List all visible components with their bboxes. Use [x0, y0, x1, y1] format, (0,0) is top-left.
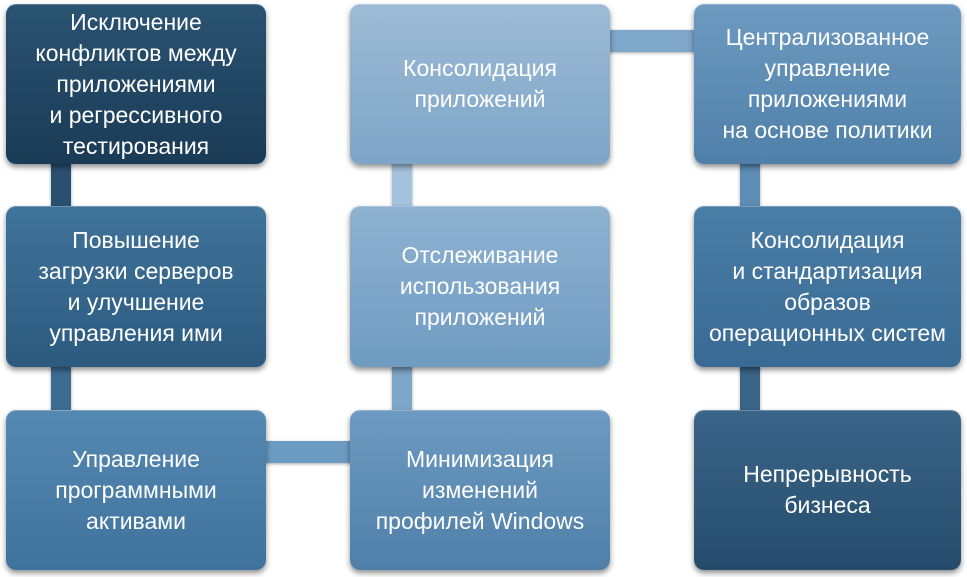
connector-left-bottom	[51, 365, 71, 413]
connector-right-bottom	[740, 365, 760, 413]
connector-left-top	[51, 160, 71, 210]
box-servers-label: Повышение загрузки серверов и улучшение …	[38, 226, 234, 346]
box-tracking-label: Отслеживание использования приложений	[399, 242, 561, 330]
box-consolidation-label: Консолидация приложений	[403, 55, 557, 112]
box-assets-label: Управление программными активами	[55, 445, 217, 534]
box-continuity-label: Непрерывность бизнеса	[743, 461, 912, 518]
box-conflicts-label: Исключение конфликтов между приложениями…	[35, 8, 237, 159]
box-conflicts: Исключение конфликтов между приложениями…	[6, 4, 266, 164]
box-tracking: Отслеживание использования приложений	[350, 206, 610, 367]
box-consolidation: Консолидация приложений	[350, 4, 610, 164]
box-policy-label: Централизованное управление приложениями…	[722, 24, 933, 143]
connector-mid-bottom	[392, 365, 412, 413]
box-profiles: Минимизация изменений профилей Windows	[350, 410, 610, 570]
box-os-images: Консолидация и стандартизация образов оп…	[694, 206, 961, 367]
box-os-images-label: Консолидация и стандартизация образов оп…	[709, 226, 946, 346]
box-servers: Повышение загрузки серверов и улучшение …	[6, 206, 266, 367]
box-continuity: Непрерывность бизнеса	[694, 410, 961, 570]
box-profiles-label: Минимизация изменений профилей Windows	[375, 445, 585, 534]
connector-right-top	[740, 160, 760, 210]
box-assets: Управление программными активами	[6, 410, 266, 570]
connector-bottom-horizontal	[263, 441, 353, 463]
connector-top-horizontal	[606, 30, 698, 52]
box-policy: Централизованное управление приложениями…	[694, 4, 961, 164]
connector-mid-top	[392, 160, 412, 210]
